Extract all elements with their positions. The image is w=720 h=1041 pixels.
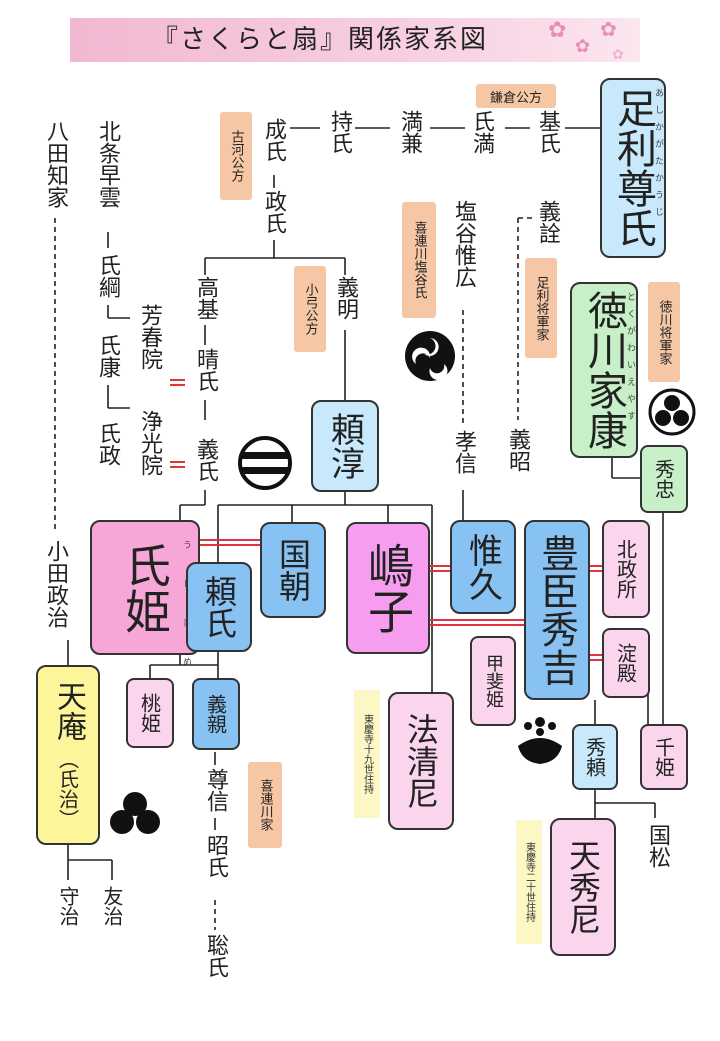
person-name: 頼氏 <box>200 575 238 639</box>
person-masauji: 政氏 <box>261 190 286 234</box>
box-shimako: 嶋子 <box>346 522 430 654</box>
person-ujimasa: 氏政 <box>95 422 120 466</box>
person-hatta-tomoie: 八田知家 <box>43 120 68 208</box>
person-name: 秀頼 <box>582 737 607 777</box>
person-akiuji: 昭氏 <box>203 834 228 878</box>
box-tenan: 天庵 （氏治） <box>36 665 100 845</box>
box-kitanomandokoro: 北政所 <box>602 520 650 618</box>
person-takamoto: 高基 <box>193 276 218 320</box>
box-senhime: 千姫 <box>640 724 688 790</box>
person-name: 豊臣秀吉 <box>534 534 579 686</box>
box-ashikaga-takauji: 足利尊氏 あしかがたかうじ <box>600 78 666 258</box>
person-name: 千姫 <box>651 737 676 777</box>
box-tenshuni: 天秀尼 <box>550 818 616 956</box>
person-jokoin: 浄光院 <box>137 410 162 476</box>
person-shigeuji: 成氏 <box>261 118 286 162</box>
person-oda-masaharu: 小田政治 <box>43 540 68 628</box>
person-satouji: 聡氏 <box>203 934 228 978</box>
note-tokeiji-20: 東慶寺二十世住持 <box>516 820 542 944</box>
person-name: 氏姫 <box>118 541 172 634</box>
person-kunimatsu: 国松 <box>645 824 670 868</box>
page-title: 『さくらと扇』関係家系図 <box>151 25 488 55</box>
person-yoshinori: 義詮 <box>535 200 560 244</box>
person-mitsukane: 満兼 <box>397 110 422 154</box>
tag-oyumi-kubo: 小弓公方 <box>294 266 326 352</box>
person-name: 頼淳 <box>324 412 365 480</box>
sakura-icon: ✿ <box>612 47 624 63</box>
person-tomoharu: 友治 <box>100 886 124 926</box>
box-hidetada: 秀忠 <box>640 445 688 513</box>
person-takanobu-shioya: 孝信 <box>451 430 476 474</box>
tag-kamakura-kubo: 鎌倉公方 <box>476 84 556 108</box>
person-ujiyasu: 氏康 <box>95 334 120 378</box>
person-name: 嶋子 <box>361 542 415 634</box>
box-kunitomo: 国朝 <box>260 522 326 618</box>
box-hoseini: 法清尼 <box>388 692 454 830</box>
person-yoshiaki-shogun: 義昭 <box>505 428 530 472</box>
person-name: 淀殿 <box>613 643 638 683</box>
person-mochiuji: 持氏 <box>327 110 352 154</box>
person-moriharu: 守治 <box>56 886 80 926</box>
person-shioya-korehiro: 塩谷惟広 <box>451 200 476 288</box>
person-name: 法清尼 <box>402 713 440 809</box>
box-yoriuji: 頼氏 <box>186 562 252 652</box>
person-name: 国朝 <box>274 538 312 602</box>
tag-kitsuregawa-family: 喜連川家 <box>248 762 282 848</box>
person-name: 義親 <box>203 694 228 734</box>
person-name: 足利尊氏 <box>610 88 656 248</box>
aoi-crest <box>648 388 696 436</box>
person-motouji: 基氏 <box>535 110 560 154</box>
person-name: 北政所 <box>613 539 638 599</box>
person-yoshiuji: 義氏 <box>193 438 218 482</box>
person-ujimitsu: 氏満 <box>469 110 494 154</box>
person-name: 甲斐姫 <box>483 654 504 708</box>
person-ujitsuna: 氏綱 <box>95 254 120 298</box>
box-hideyori: 秀頼 <box>572 724 618 790</box>
person-alt-name: （氏治） <box>55 749 80 829</box>
person-name: 秀忠 <box>651 459 676 499</box>
box-momohime: 桃姫 <box>126 678 174 748</box>
title-banner <box>70 18 640 62</box>
person-takanobu-kitsuregawa: 尊信 <box>203 768 228 812</box>
person-ruby: あしかがたかうじ <box>653 88 663 224</box>
person-name: 天庵 <box>51 681 86 741</box>
person-haruuji: 晴氏 <box>193 348 218 392</box>
box-ujihime: 氏姫 うじひめ <box>90 520 200 696</box>
futatsubiki-crest <box>238 436 292 490</box>
box-yorijun: 頼淳 <box>311 400 379 492</box>
sakura-icon: ✿ <box>575 36 591 57</box>
person-yoshiaki-oyumi: 義明 <box>333 276 358 320</box>
box-yoshichika: 義親 <box>192 678 240 750</box>
person-hoshunin: 芳春院 <box>137 304 162 370</box>
kiri-crest <box>518 717 562 764</box>
tag-tokugawa-shogun: 徳川将軍家 <box>648 282 680 382</box>
tag-kitsuregawa-shioya: 喜連川塩谷氏 <box>402 202 436 318</box>
person-name: 惟久 <box>462 533 503 601</box>
box-yodo-dono: 淀殿 <box>602 628 650 698</box>
box-toyotomi-hideyoshi: 豊臣秀吉 <box>524 520 590 700</box>
oda-crest <box>110 792 160 834</box>
note-tokeiji-19: 東慶寺十九世住持 <box>354 690 380 818</box>
tag-koga-kubo: 古河公方 <box>220 112 252 200</box>
person-hojo-soun: 北条早雲 <box>95 120 120 208</box>
person-name: 天秀尼 <box>564 839 602 935</box>
box-tokugawa-ieyasu: 徳川家康 とくがわいえやす <box>570 282 638 458</box>
sakura-icon: ✿ <box>548 18 567 43</box>
mitsudomoe-crest <box>405 331 455 381</box>
box-kaihime: 甲斐姫 <box>470 636 516 726</box>
box-korehisa: 惟久 <box>450 520 516 614</box>
person-ruby: とくがわいえやす <box>625 292 635 428</box>
tag-ashikaga-shogun: 足利将軍家 <box>525 258 557 358</box>
sakura-icon: ✿ <box>600 17 617 41</box>
person-name: 徳川家康 <box>581 290 627 450</box>
person-name: 桃姫 <box>137 693 162 733</box>
